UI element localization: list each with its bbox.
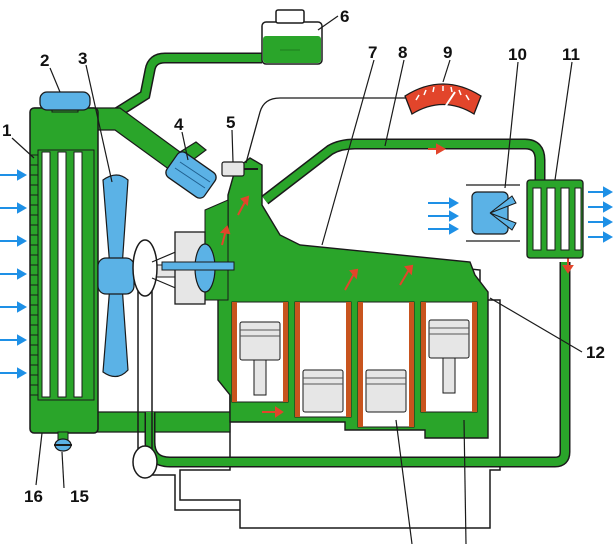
heater-fan	[466, 184, 520, 242]
callout-4: 4	[174, 115, 184, 134]
heater-core	[526, 179, 584, 259]
callout-5: 5	[226, 113, 235, 132]
airflow-arrows-heater	[588, 186, 614, 243]
water-pump	[161, 231, 235, 305]
temperature-gauge	[404, 83, 482, 115]
callout-3: 3	[78, 49, 87, 68]
callout-10: 10	[508, 45, 527, 64]
cylinder-3	[357, 301, 415, 428]
callout-11: 11	[562, 45, 580, 64]
cylinder-2	[294, 301, 352, 418]
callout-9: 9	[443, 43, 452, 62]
leader-lines	[11, 15, 583, 544]
airflow-arrows-radiator	[0, 169, 28, 379]
thermostat	[165, 151, 217, 199]
drive-belt	[132, 239, 186, 479]
callout-12: 12	[586, 343, 605, 362]
callout-2: 2	[40, 51, 49, 70]
callout-6: 6	[340, 7, 349, 26]
callout-16: 16	[24, 487, 43, 506]
cylinder-4	[420, 301, 478, 413]
airflow-arrows-heater-fan	[428, 197, 460, 235]
lower-hose	[94, 411, 231, 433]
radiator-cap	[39, 91, 91, 113]
radiator	[29, 107, 99, 434]
callout-7: 7	[368, 43, 377, 62]
callout-15: 15	[70, 487, 89, 506]
callout-1: 1	[2, 121, 11, 140]
expansion-tank-hose	[115, 52, 262, 117]
cylinder-1	[231, 301, 289, 403]
gauge-wire	[245, 97, 410, 164]
drain-tap	[54, 431, 72, 452]
callout-8: 8	[398, 43, 407, 62]
expansion-tank	[261, 9, 323, 65]
